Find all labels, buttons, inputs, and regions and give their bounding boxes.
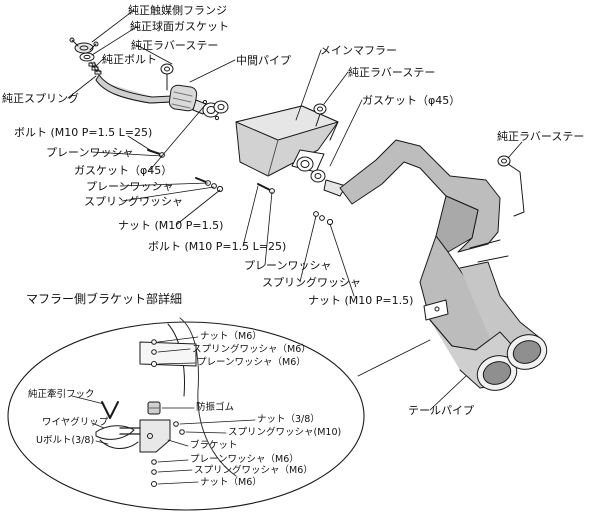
label-spring-washer-1: スプリングワッシャ — [84, 195, 183, 208]
label-spring-washer-m6-bottom: スプリングワッシャ（M6） — [194, 465, 313, 476]
label-plain-washer-1: プレーンワッシャ — [46, 146, 134, 159]
label-oem-rubber-stay-3: 純正ラバーステー — [497, 130, 585, 143]
oem-cat-flange-part — [69, 37, 99, 54]
label-plain-washer-3: プレーンワッシャ — [244, 259, 332, 272]
detail-callout — [7, 317, 431, 511]
label-plain-washer-2: プレーンワッシャ — [86, 180, 174, 193]
fastener-center-group — [257, 183, 334, 226]
fastener-left-group — [147, 149, 224, 193]
label-nut-m6-top: ナット（M6） — [200, 331, 262, 342]
label-nut-m6-bottom: ナット（M6） — [200, 477, 262, 488]
label-oem-spring: 純正スプリング — [2, 92, 79, 105]
oem-spring-bolt-part — [88, 61, 102, 75]
label-gasket-phi45-left: ガスケット（φ45） — [74, 164, 173, 177]
label-plain-washer-m6-top: プレーンワッシャ（M6） — [197, 357, 306, 368]
label-nut-3-8: ナット（3/8） — [257, 414, 320, 425]
label-nut-m10-left: ナット (M10 P=1.5) — [118, 219, 224, 232]
rubber-stay-3-part — [497, 155, 525, 217]
label-main-muffler: メインマフラー — [320, 44, 397, 57]
detail-title: マフラー側ブラケット部詳細 — [26, 292, 183, 306]
label-oem-bolt: 純正ボルト — [102, 53, 157, 66]
rubber-stay-1-part — [160, 63, 174, 91]
label-gasket-phi45-right: ガスケット（φ45） — [362, 94, 461, 107]
label-oem-tow-hook: 純正牽引フック — [28, 389, 95, 400]
oem-gasket-part — [79, 52, 95, 62]
label-spring-washer-m10: スプリングワッシャ(M10) — [228, 427, 342, 438]
label-oem-spherical-gasket: 純正球面ガスケット — [130, 20, 229, 33]
main-muffler-part — [235, 105, 347, 197]
label-oem-rubber-stay-1: 純正ラバーステー — [131, 39, 219, 52]
label-u-bolt: Uボルト(3/8) — [36, 435, 95, 446]
label-bracket: ブラケット — [190, 440, 238, 451]
label-tail-pipe: テールパイプ — [408, 404, 474, 417]
leader-lines — [67, 9, 523, 411]
rubber-stay-2-part — [313, 103, 327, 127]
label-spring-washer-m6-top: スプリングワッシャ（M6） — [192, 344, 311, 355]
label-oem-rubber-stay-2: 純正ラバーステー — [348, 66, 436, 79]
label-plain-washer-m6-bottom: プレーンワッシャ（M6） — [190, 454, 299, 465]
label-oem-cat-flange: 純正触媒側フランジ — [128, 4, 227, 17]
label-rubber-mount: 防振ゴム — [196, 402, 235, 413]
label-wire-grip: ワイヤグリップ — [42, 417, 109, 428]
tail-pipe-part — [339, 139, 548, 391]
label-bolt-m10-center: ボルト (M10 P=1.5 L=25) — [148, 240, 287, 253]
label-bolt-m10-left: ボルト (M10 P=1.5 L=25) — [14, 126, 153, 139]
label-spring-washer-2: スプリングワッシャ — [262, 276, 361, 289]
label-nut-m10-right: ナット (M10 P=1.5) — [308, 294, 414, 307]
mid-pipe-part — [95, 74, 220, 121]
label-mid-pipe: 中間パイプ — [236, 54, 291, 67]
gasket-left-part — [213, 100, 229, 114]
